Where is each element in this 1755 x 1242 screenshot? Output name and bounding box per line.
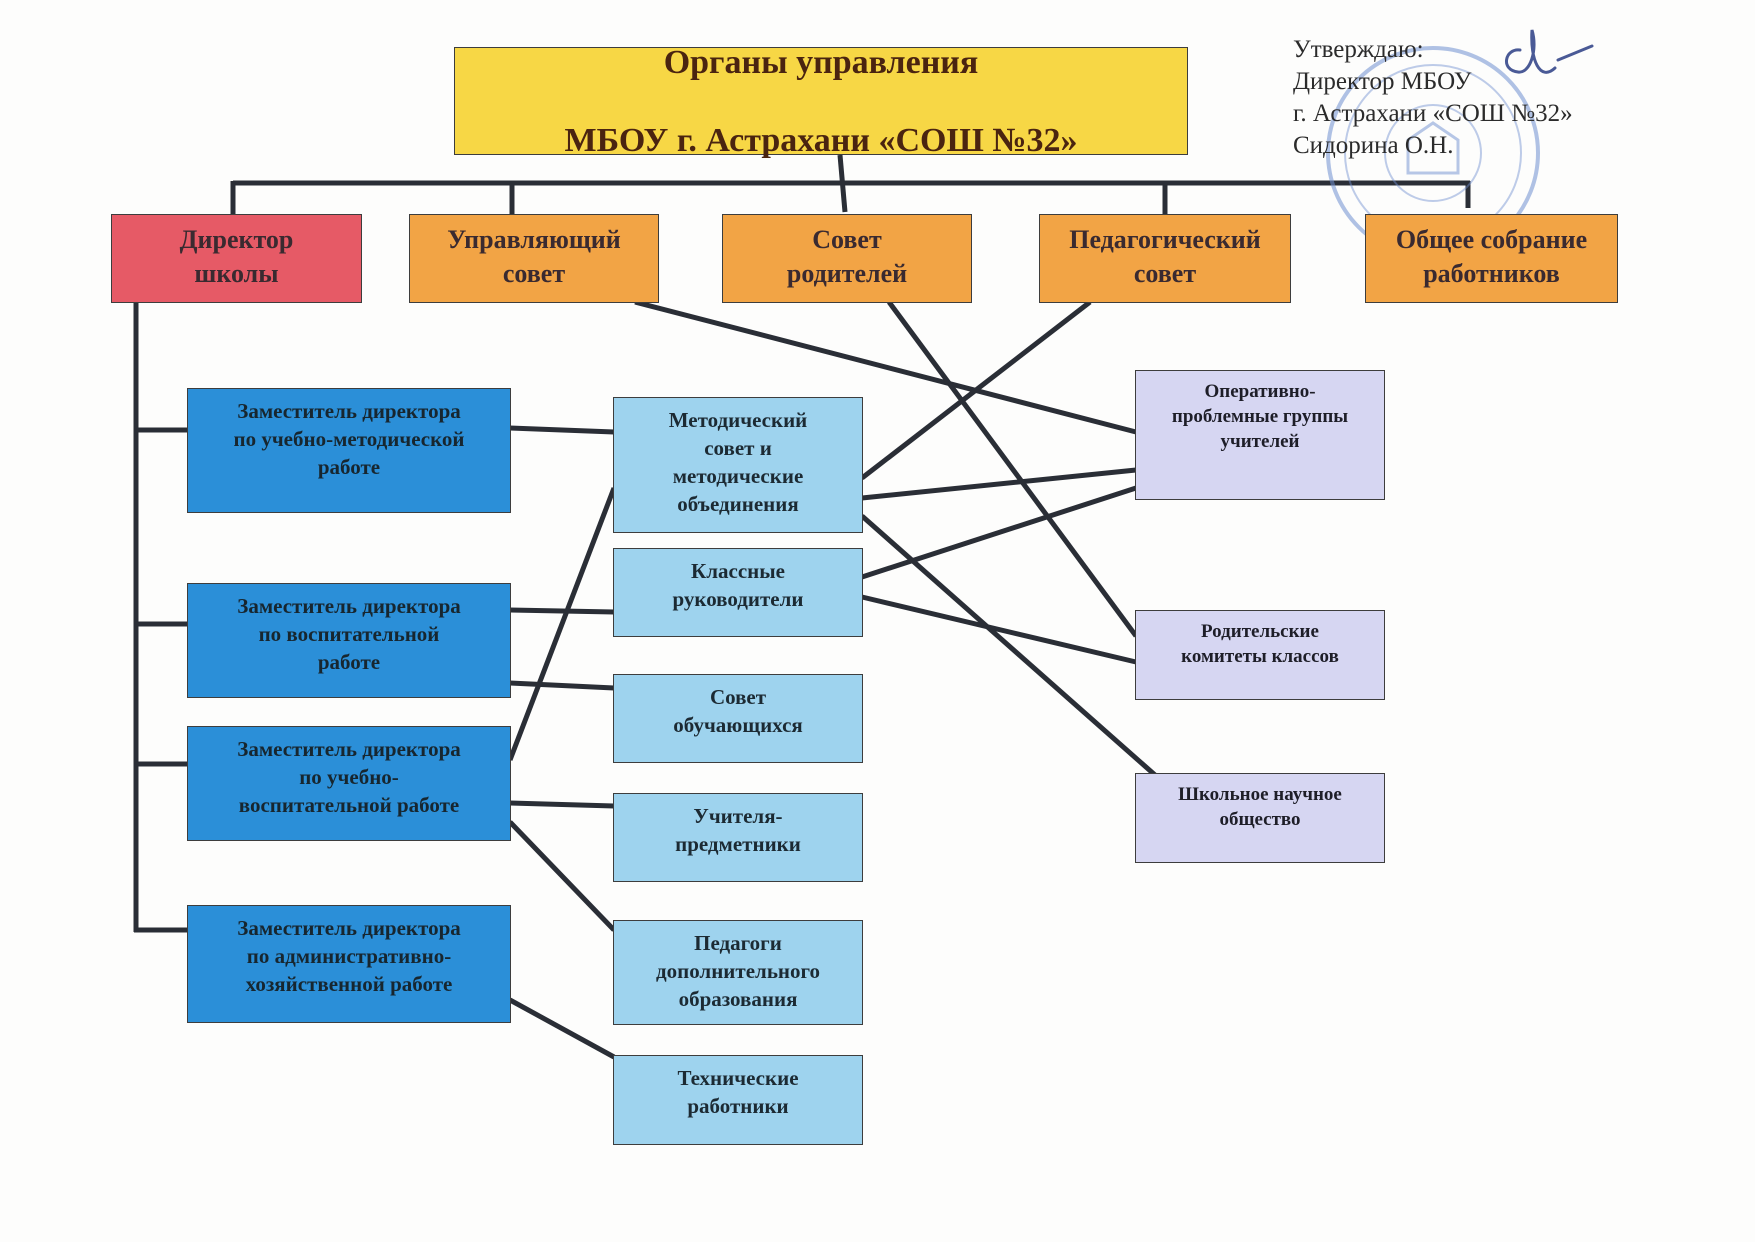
connector-parents-parent-committees	[886, 300, 1139, 638]
approval-line-approve: Утверждаю:	[1293, 36, 1424, 63]
node-student-council: Совет обучающихся	[613, 674, 863, 763]
connector-deputy2-class-teachers	[509, 607, 615, 615]
node-director: Директор школы	[111, 214, 362, 303]
node-pedagogical-council: Педагогический совет	[1039, 214, 1291, 303]
node-deputy-academic-educational: Заместитель директора по учебно- воспита…	[187, 726, 511, 841]
node-parent-committees: Родительские комитеты классов	[1135, 610, 1385, 700]
node-subject-teachers: Учителя- предметники	[613, 793, 863, 882]
approval-block: Утверждаю: Директор МБОУ г. Астрахани «С…	[1293, 34, 1633, 162]
signature	[1505, 29, 1594, 74]
connector-deputy3-subject-teachers	[509, 800, 615, 809]
connector-deputy4-technical	[508, 997, 616, 1060]
connector-deputy2-student-council	[509, 680, 615, 691]
node-deputy-administrative: Заместитель директора по административно…	[187, 905, 511, 1023]
approval-line-position: Директор МБОУ	[1293, 68, 1472, 95]
node-science-society: Школьное научное общество	[1135, 773, 1385, 863]
node-governing-council: Управляющий совет	[409, 214, 659, 303]
connector-methodical-science-society	[860, 514, 1157, 777]
node-technical-staff: Технические работники	[613, 1055, 863, 1145]
node-general-meeting: Общее собрание работников	[1365, 214, 1618, 303]
connector-governing-problem-groups	[634, 299, 1137, 435]
diagram-title: Органы управления МБОУ г. Астрахани «СОШ…	[454, 44, 1188, 159]
connector-deputy1-methodical	[509, 425, 615, 435]
connector-pedagogical-methodical	[860, 300, 1092, 480]
node-deputy-educational: Заместитель директора по воспитательной …	[187, 583, 511, 698]
diagram-title-line1: Органы управления	[663, 43, 979, 81]
node-extra-educators: Педагоги дополнительного образования	[613, 920, 863, 1025]
connector-class-teachers-problem-groups	[861, 485, 1137, 580]
node-problem-groups: Оперативно- проблемные группы учителей	[1135, 370, 1385, 500]
connector-deputy3-methodical	[507, 487, 617, 761]
connector-title-to-bus	[837, 154, 848, 213]
connector-methodical-problem-groups	[861, 467, 1137, 501]
node-deputy-methodical: Заместитель директора по учебно-методиче…	[187, 388, 511, 513]
approval-line-school: г. Астрахани «СОШ №32»	[1293, 100, 1573, 127]
node-class-teachers: Классные руководители	[613, 548, 863, 637]
connector-deputy3-extra	[508, 820, 616, 932]
approval-line-name: Сидорина О.Н.	[1293, 132, 1454, 159]
connector-class-teachers-parent-committees	[861, 594, 1137, 665]
diagram-title-line2: МБОУ г. Астрахани «СОШ №32»	[564, 121, 1078, 159]
node-methodical-council: Методический совет и методические объеди…	[613, 397, 863, 533]
node-parents-council: Совет родителей	[722, 214, 972, 303]
